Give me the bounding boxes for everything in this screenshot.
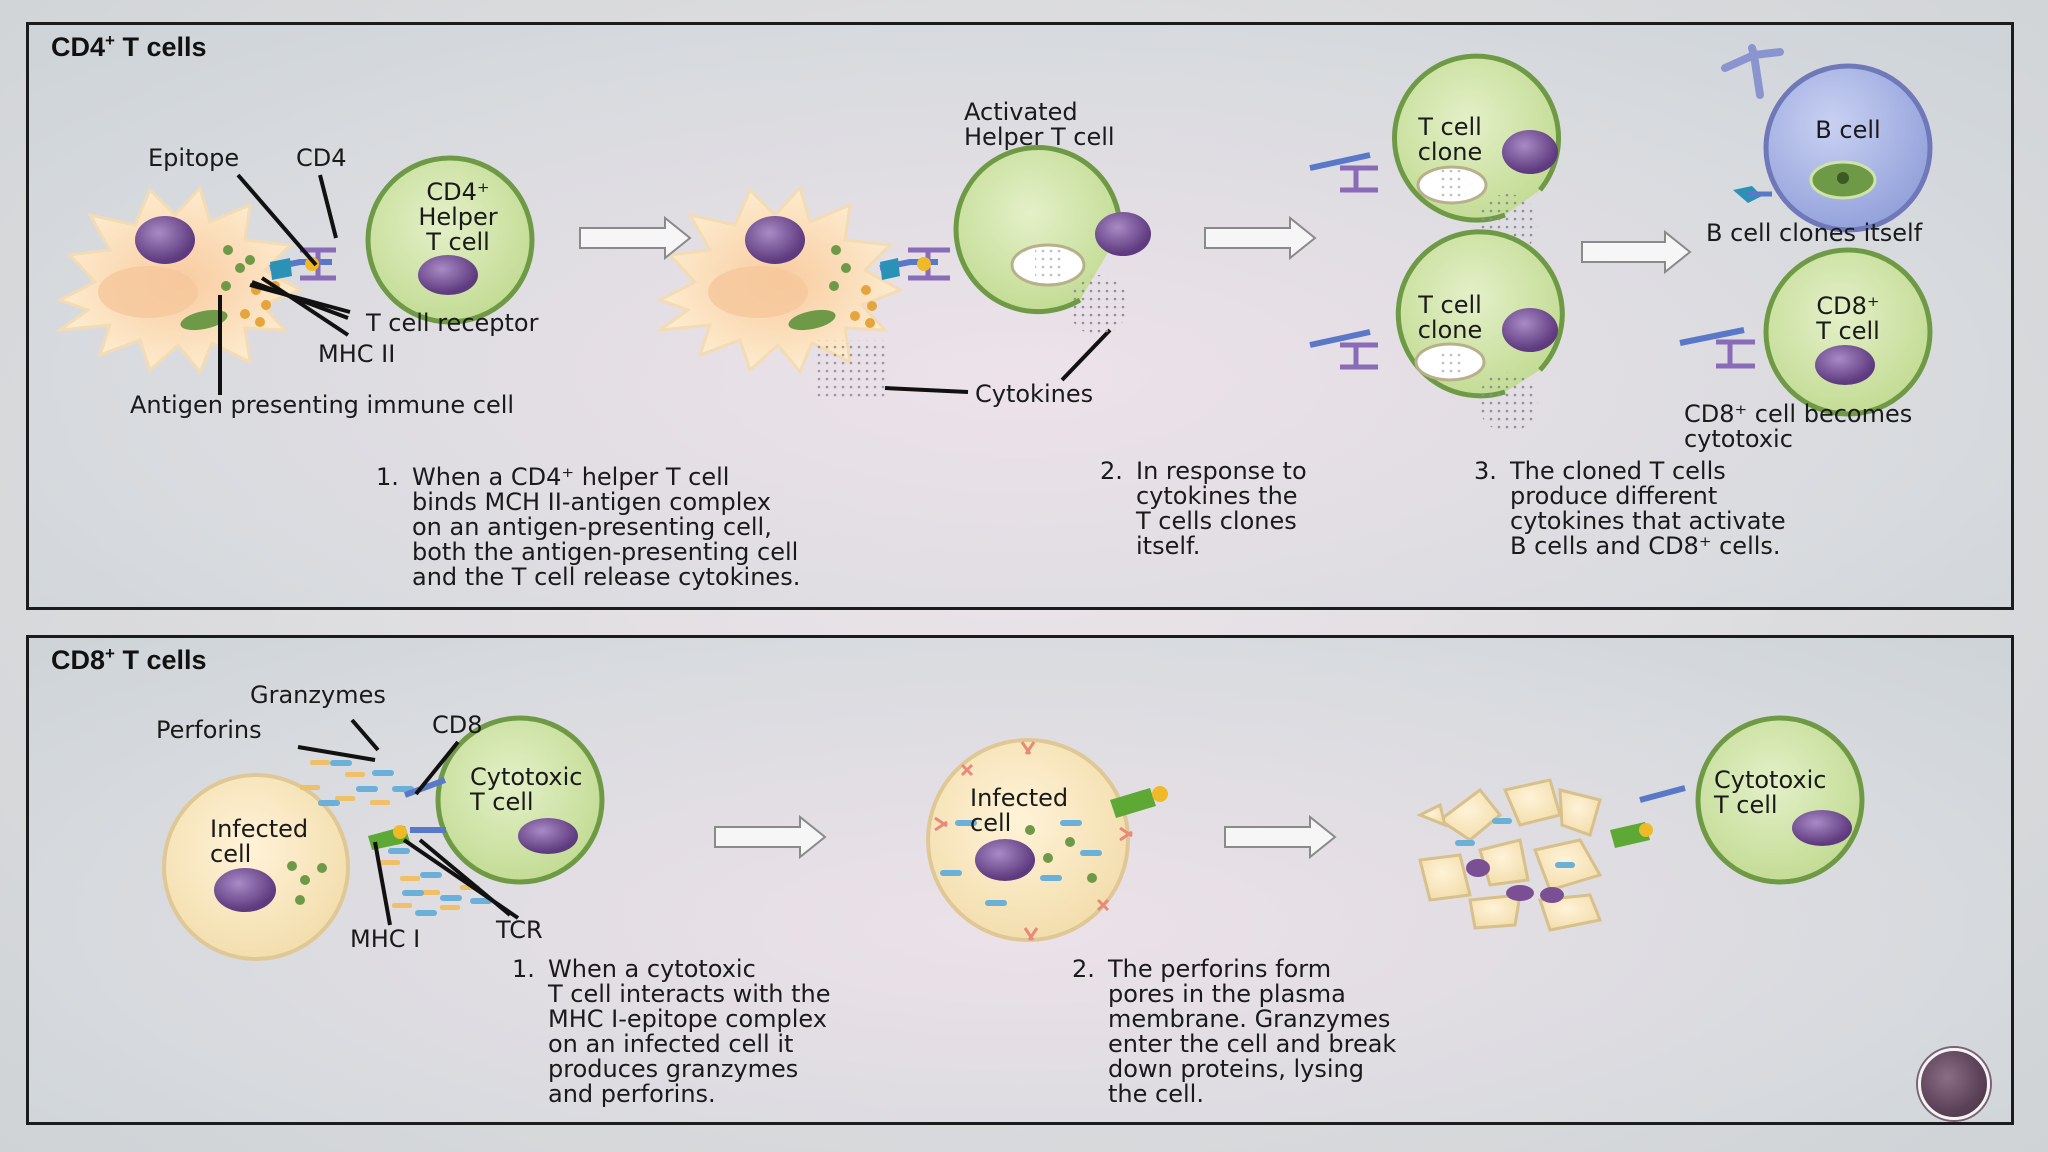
label-t-cell-clone-1: T cell clone	[1417, 113, 1483, 166]
activated-helper-t-cell	[879, 145, 1151, 335]
t-cell-clone-1	[1309, 53, 1561, 254]
cd8-step-1: 1. When a cytotoxic T cell interacts wit…	[512, 957, 831, 1107]
cd8-step-2: 2. The perforins form pores in the plasm…	[1072, 957, 1396, 1107]
cd4-step-3-number: 3.	[1474, 457, 1497, 485]
label-perforins: Perforins	[156, 716, 262, 744]
label-cytotoxic-t-cell-2: Cytotoxic T cell	[1714, 766, 1827, 819]
label-b-cell: B cell	[1815, 116, 1881, 144]
label-tcr: TCR	[496, 916, 543, 944]
label-cd8-becomes-cytotoxic: CD8⁺ cell becomes cytotoxic	[1684, 400, 1913, 453]
label-activated-helper: Activated Helper T cell	[964, 98, 1115, 151]
logo-badge-icon[interactable]	[1918, 1048, 1990, 1120]
cytotoxic-t-cell-2	[1695, 715, 1865, 885]
cd8-step-2-text: The perforins form pores in the plasma m…	[1108, 955, 1397, 1108]
b-cell	[1721, 44, 1933, 233]
cd8-step-2-number: 2.	[1072, 955, 1095, 983]
label-t-cell-clone-2: T cell clone	[1417, 291, 1483, 344]
cd4-step-2: 2. In response to cytokines the T cells …	[1100, 459, 1307, 559]
cd8-step-1-number: 1.	[512, 955, 535, 983]
label-cd4: CD4	[296, 144, 347, 172]
label-mhc-ii: MHC II	[318, 340, 396, 368]
infected-cell-1	[162, 773, 350, 961]
cd8-leader-lines	[297, 718, 520, 926]
label-antigen-presenting-cell: Antigen presenting immune cell	[130, 391, 515, 419]
granzymes-perforins-cloud	[300, 760, 492, 916]
helper-t-cell-1	[269, 155, 535, 325]
label-epitope: Epitope	[148, 144, 240, 172]
antigen-presenting-cell-2	[654, 185, 904, 398]
label-infected-cell-2: Infected cell	[970, 784, 1069, 837]
cd4-step-1-number: 1.	[376, 463, 399, 491]
label-granzymes: Granzymes	[250, 681, 386, 709]
cd4-panel-title: CD4+ T cells	[51, 31, 207, 62]
cd4-step-1: 1. When a CD4⁺ helper T cell binds MCH I…	[376, 465, 800, 590]
cd4-step-2-number: 2.	[1100, 457, 1123, 485]
cd8-arrows	[714, 814, 1337, 860]
cd8-panel-title: CD8+ T cells	[51, 644, 207, 675]
cd4-step-2-text: In response to cytokines the T cells clo…	[1136, 457, 1307, 560]
label-mhc-i: MHC I	[350, 925, 421, 953]
label-infected-cell-1: Infected cell	[210, 815, 309, 868]
infected-cell-2	[926, 738, 1168, 942]
label-cytokines: Cytokines	[975, 380, 1094, 408]
cd4-leader-lines	[218, 149, 1112, 395]
label-b-cell-clones: B cell clones itself	[1706, 219, 1923, 247]
t-cell-clone-2	[1309, 229, 1565, 432]
cd8-t-cell	[1679, 247, 1933, 417]
label-helper-t-cell: CD4⁺ Helper T cell	[418, 178, 498, 256]
antigen-presenting-cell-1	[54, 185, 304, 375]
label-cytotoxic-t-cell-1: Cytotoxic T cell	[470, 763, 583, 816]
cd4-step-3: 3. The cloned T cells produce different …	[1474, 459, 1786, 559]
cytotoxic-t-cell-1	[368, 715, 605, 885]
cd4-panel: CD4+ T cells	[26, 22, 2014, 610]
lysed-cell	[1416, 778, 1686, 932]
cd4-arrows	[579, 215, 1692, 275]
cd4-step-1-text: When a CD4⁺ helper T cell binds MCH II-a…	[412, 463, 801, 591]
label-cd8: CD8	[432, 711, 483, 739]
cd4-step-3-text: The cloned T cells produce different cyt…	[1510, 457, 1786, 560]
label-cd8-t-cell: CD8⁺ T cell	[1816, 292, 1880, 345]
cd8-step-1-text: When a cytotoxic T cell interacts with t…	[548, 955, 831, 1108]
label-t-cell-receptor: T cell receptor	[366, 309, 539, 337]
